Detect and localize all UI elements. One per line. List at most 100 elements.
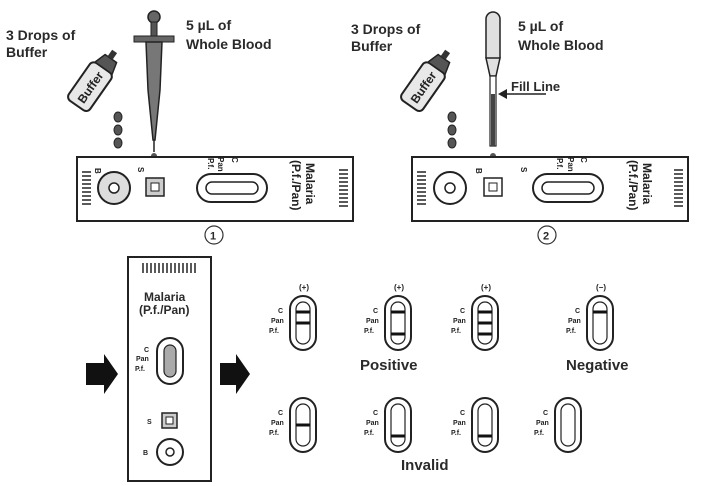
large-mark-s: S <box>147 419 152 426</box>
result-sign: (+) <box>481 283 491 292</box>
result-mark-pan: Pan <box>271 318 284 325</box>
buffer-bottle-icon: Buffer <box>400 49 451 113</box>
mark-malaria: Malaria <box>640 163 654 205</box>
large-title-2: (P.f./Pan) <box>139 303 189 317</box>
fill-line-arrow-icon <box>498 89 546 99</box>
positive-label: Positive <box>360 357 418 374</box>
buffer-drops-icon <box>447 111 457 149</box>
step1-blood-label-1: 5 µL of <box>186 17 231 33</box>
step-1-panel: 3 Drops of Buffer 5 µL of Whole Blood Bu… <box>6 10 354 245</box>
mark-c: C <box>579 157 588 163</box>
test-line-c <box>296 310 310 314</box>
result-mark-pf: P.f. <box>534 430 544 437</box>
step1-buffer-label-1: 3 Drops of <box>6 27 76 43</box>
test-line-c <box>593 310 607 314</box>
arrow-right-icon <box>86 354 118 394</box>
test-cassette-1: B S C Pan P.f. Malaria (P.f./Pan) <box>76 156 354 222</box>
arrow-right-icon <box>220 354 250 394</box>
large-title-1: Malaria <box>144 290 186 304</box>
step-2-number: 2 <box>543 231 549 243</box>
large-cassette: Malaria (P.f./Pan) C Pan P.f. S B <box>127 256 212 482</box>
mark-pan: Pan <box>216 157 225 172</box>
result-mark-pan: Pan <box>453 420 466 427</box>
fill-line-label: Fill Line <box>511 79 560 94</box>
grip-lines-right <box>339 169 348 207</box>
step2-blood-label-1: 5 µL of <box>518 18 563 34</box>
step1-blood-label-2: Whole Blood <box>186 36 272 52</box>
mark-b: B <box>474 168 483 174</box>
step-1-number: 1 <box>210 231 216 243</box>
result-mark-pan: Pan <box>271 420 284 427</box>
mark-pf: P.f. <box>206 158 215 169</box>
grip-lines-left <box>82 171 91 205</box>
result-mark-c: C <box>373 308 378 315</box>
step2-blood-label-2: Whole Blood <box>518 37 604 53</box>
capillary-dropper-icon <box>485 11 501 159</box>
result-mark-c: C <box>575 308 580 315</box>
result-sign: (−) <box>596 283 606 292</box>
mark-b: B <box>93 168 102 174</box>
buffer-drops-icon <box>113 111 123 149</box>
result-mark-pf: P.f. <box>269 430 279 437</box>
mark-pf: P.f. <box>555 158 564 169</box>
result-mark-c: C <box>460 308 465 315</box>
result-mark-c: C <box>278 308 283 315</box>
result-mark-c: C <box>278 410 283 417</box>
step2-buffer-label-2: Buffer <box>351 38 393 54</box>
mark-pan: Pan <box>566 157 575 172</box>
step-1-badge <box>204 225 224 245</box>
result-sign: (+) <box>394 283 404 292</box>
result-mark-pf: P.f. <box>451 328 461 335</box>
test-line-pf <box>478 434 492 438</box>
mark-pf-pan: (P.f./Pan) <box>626 160 640 210</box>
result-mark-c: C <box>543 410 548 417</box>
test-line-pf <box>391 332 405 336</box>
result-mark-pf: P.f. <box>451 430 461 437</box>
test-line-pf <box>478 332 492 336</box>
buffer-bottle-icon: Buffer <box>67 49 118 113</box>
step1-buffer-label-2: Buffer <box>6 44 48 60</box>
large-mark-pan: Pan <box>136 356 149 363</box>
mark-s: S <box>136 167 145 173</box>
mark-malaria: Malaria <box>303 163 317 205</box>
step-2-panel: 3 Drops of Buffer 5 µL of Whole Blood Bu… <box>351 11 689 245</box>
mark-pf-pan: (P.f./Pan) <box>289 160 303 210</box>
test-line-pf <box>391 434 405 438</box>
grip-lines-left <box>417 171 426 205</box>
grip-lines-right <box>674 169 683 207</box>
result-mark-c: C <box>460 410 465 417</box>
large-mark-pf: P.f. <box>135 366 145 373</box>
invalid-label: Invalid <box>401 457 449 474</box>
result-sign: (+) <box>299 283 309 292</box>
test-line-c <box>391 310 405 314</box>
negative-label: Negative <box>566 357 629 374</box>
result-mark-pan: Pan <box>366 420 379 427</box>
test-line-c <box>478 310 492 314</box>
result-mark-c: C <box>373 410 378 417</box>
mark-c: C <box>230 157 239 163</box>
result-mark-pf: P.f. <box>364 430 374 437</box>
result-mark-pan: Pan <box>568 318 581 325</box>
step-2-badge <box>537 225 557 245</box>
result-mark-pan: Pan <box>453 318 466 325</box>
result-mark-pan: Pan <box>536 420 549 427</box>
micropipette-icon <box>133 10 175 159</box>
large-mark-b: B <box>143 450 148 457</box>
grip-lines-top <box>142 263 196 273</box>
mark-s: S <box>519 167 528 173</box>
test-line-pan <box>296 321 310 325</box>
test-line-pan <box>478 321 492 325</box>
large-mark-c: C <box>144 347 149 354</box>
test-cassette-2: B S C Pan P.f. Malaria (P.f./Pan) <box>411 156 689 222</box>
result-mark-pan: Pan <box>366 318 379 325</box>
step2-buffer-label-1: 3 Drops of <box>351 21 421 37</box>
